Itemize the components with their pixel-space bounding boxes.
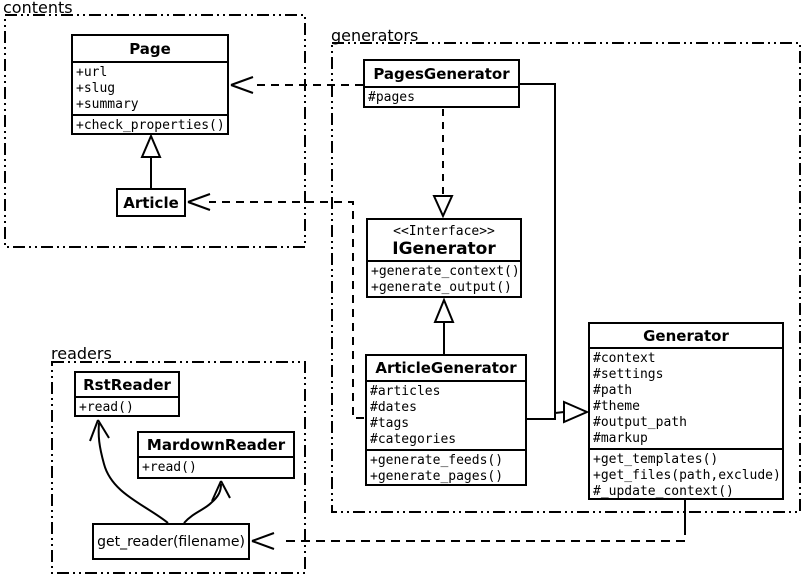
generator-to-getreader-open-arrowhead [251,532,275,550]
attribute-row: #pages [368,90,415,105]
class-box-article: Article [116,188,186,217]
attribute-row: #settings [593,367,664,382]
method-row: #_update_context() [593,484,734,499]
package-label-contents: contents [2,0,74,17]
attribute-row: +summary [76,97,139,112]
method-row: +get_files(path,exclude) [593,468,781,483]
class-box-rst-reader: RstReader +read() [74,371,180,417]
page-attributes: +url +slug +summary [73,61,227,114]
attribute-row: #dates [370,400,417,415]
rst-reader-methods: +read() [76,396,178,415]
get-reader-label: get_reader(filename) [97,533,245,550]
articlegenerator-to-article-dashed-line [209,201,364,419]
package-label-readers: readers [50,344,113,363]
attribute-row: #categories [370,432,457,447]
getreader-to-markdownreader-open-arrowhead [211,480,231,502]
class-box-igenerator: <<Interface>> IGenerator +generate_conte… [366,218,522,298]
method-row: +generate_context() [371,264,519,279]
article-to-page-hollow-triangle [140,133,162,158]
attribute-row: #articles [370,384,441,399]
attribute-row: #context [593,351,656,366]
class-title-page: Page [129,39,171,58]
method-row: +read() [142,460,197,475]
attribute-row: +url [76,65,108,80]
method-row: +generate_output() [371,280,512,295]
articlegenerator-to-igenerator-hollow-triangle [433,297,455,323]
class-box-pages-generator: PagesGenerator #pages [363,59,520,108]
class-title-igenerator: IGenerator [392,239,496,259]
generator-generalization-hollow-triangle [563,400,590,424]
pagesgenerator-to-page-open-arrowhead [230,76,254,94]
article-generator-attributes: #articles #dates #tags #categories [367,380,525,449]
generator-to-getreader-dashed-line [281,526,686,542]
markdown-reader-methods: +read() [139,456,293,477]
pagesgenerator-to-igenerator-hollow-triangle [432,195,454,219]
page-methods: +check_properties() [73,114,227,133]
attribute-row: #tags [370,416,410,431]
method-row: +generate_feeds() [370,453,504,468]
class-title-article-generator: ArticleGenerator [375,359,517,377]
class-title-rst-reader: RstReader [83,375,171,394]
generator-attributes: #context #settings #path #theme #output_… [590,347,782,448]
package-label-generators: generators [330,26,420,45]
class-title-article: Article [123,193,179,212]
attribute-row: #theme [593,399,640,414]
attribute-row: #output_path [593,415,687,430]
article-generator-methods: +generate_feeds() +generate_pages() [367,449,525,484]
class-title-generator: Generator [643,326,729,345]
class-title-pages-generator: PagesGenerator [373,64,510,83]
igenerator-stereotype: <<Interface>> [393,224,495,239]
class-box-page: Page +url +slug +summary +check_properti… [71,34,229,135]
class-title-markdown-reader: MardownReader [146,435,286,454]
class-box-markdown-reader: MardownReader +read() [137,431,295,479]
class-box-generator: Generator #context #settings #path #them… [588,322,784,500]
getreader-to-rstreader-open-arrowhead [89,419,110,442]
function-box-get-reader: get_reader(filename) [92,523,250,560]
attribute-row: +slug [76,81,116,96]
attribute-row: #markup [593,431,648,446]
pages-generator-attributes: #pages [365,86,518,106]
method-row: +generate_pages() [370,469,504,484]
generator-methods: +get_templates() +get_files(path,exclude… [590,448,782,499]
igenerator-methods: +generate_context() +generate_output() [368,260,520,296]
class-box-article-generator: ArticleGenerator #articles #dates #tags … [365,354,527,486]
method-row: +get_templates() [593,452,719,467]
attribute-row: #path [593,383,633,398]
articlegenerator-to-generator-line [526,411,565,420]
articlegenerator-to-article-open-arrowhead [187,193,211,211]
method-row: +check_properties() [76,118,225,133]
getreader-to-markdownreader-curve [183,483,222,524]
method-row: +read() [79,400,134,415]
